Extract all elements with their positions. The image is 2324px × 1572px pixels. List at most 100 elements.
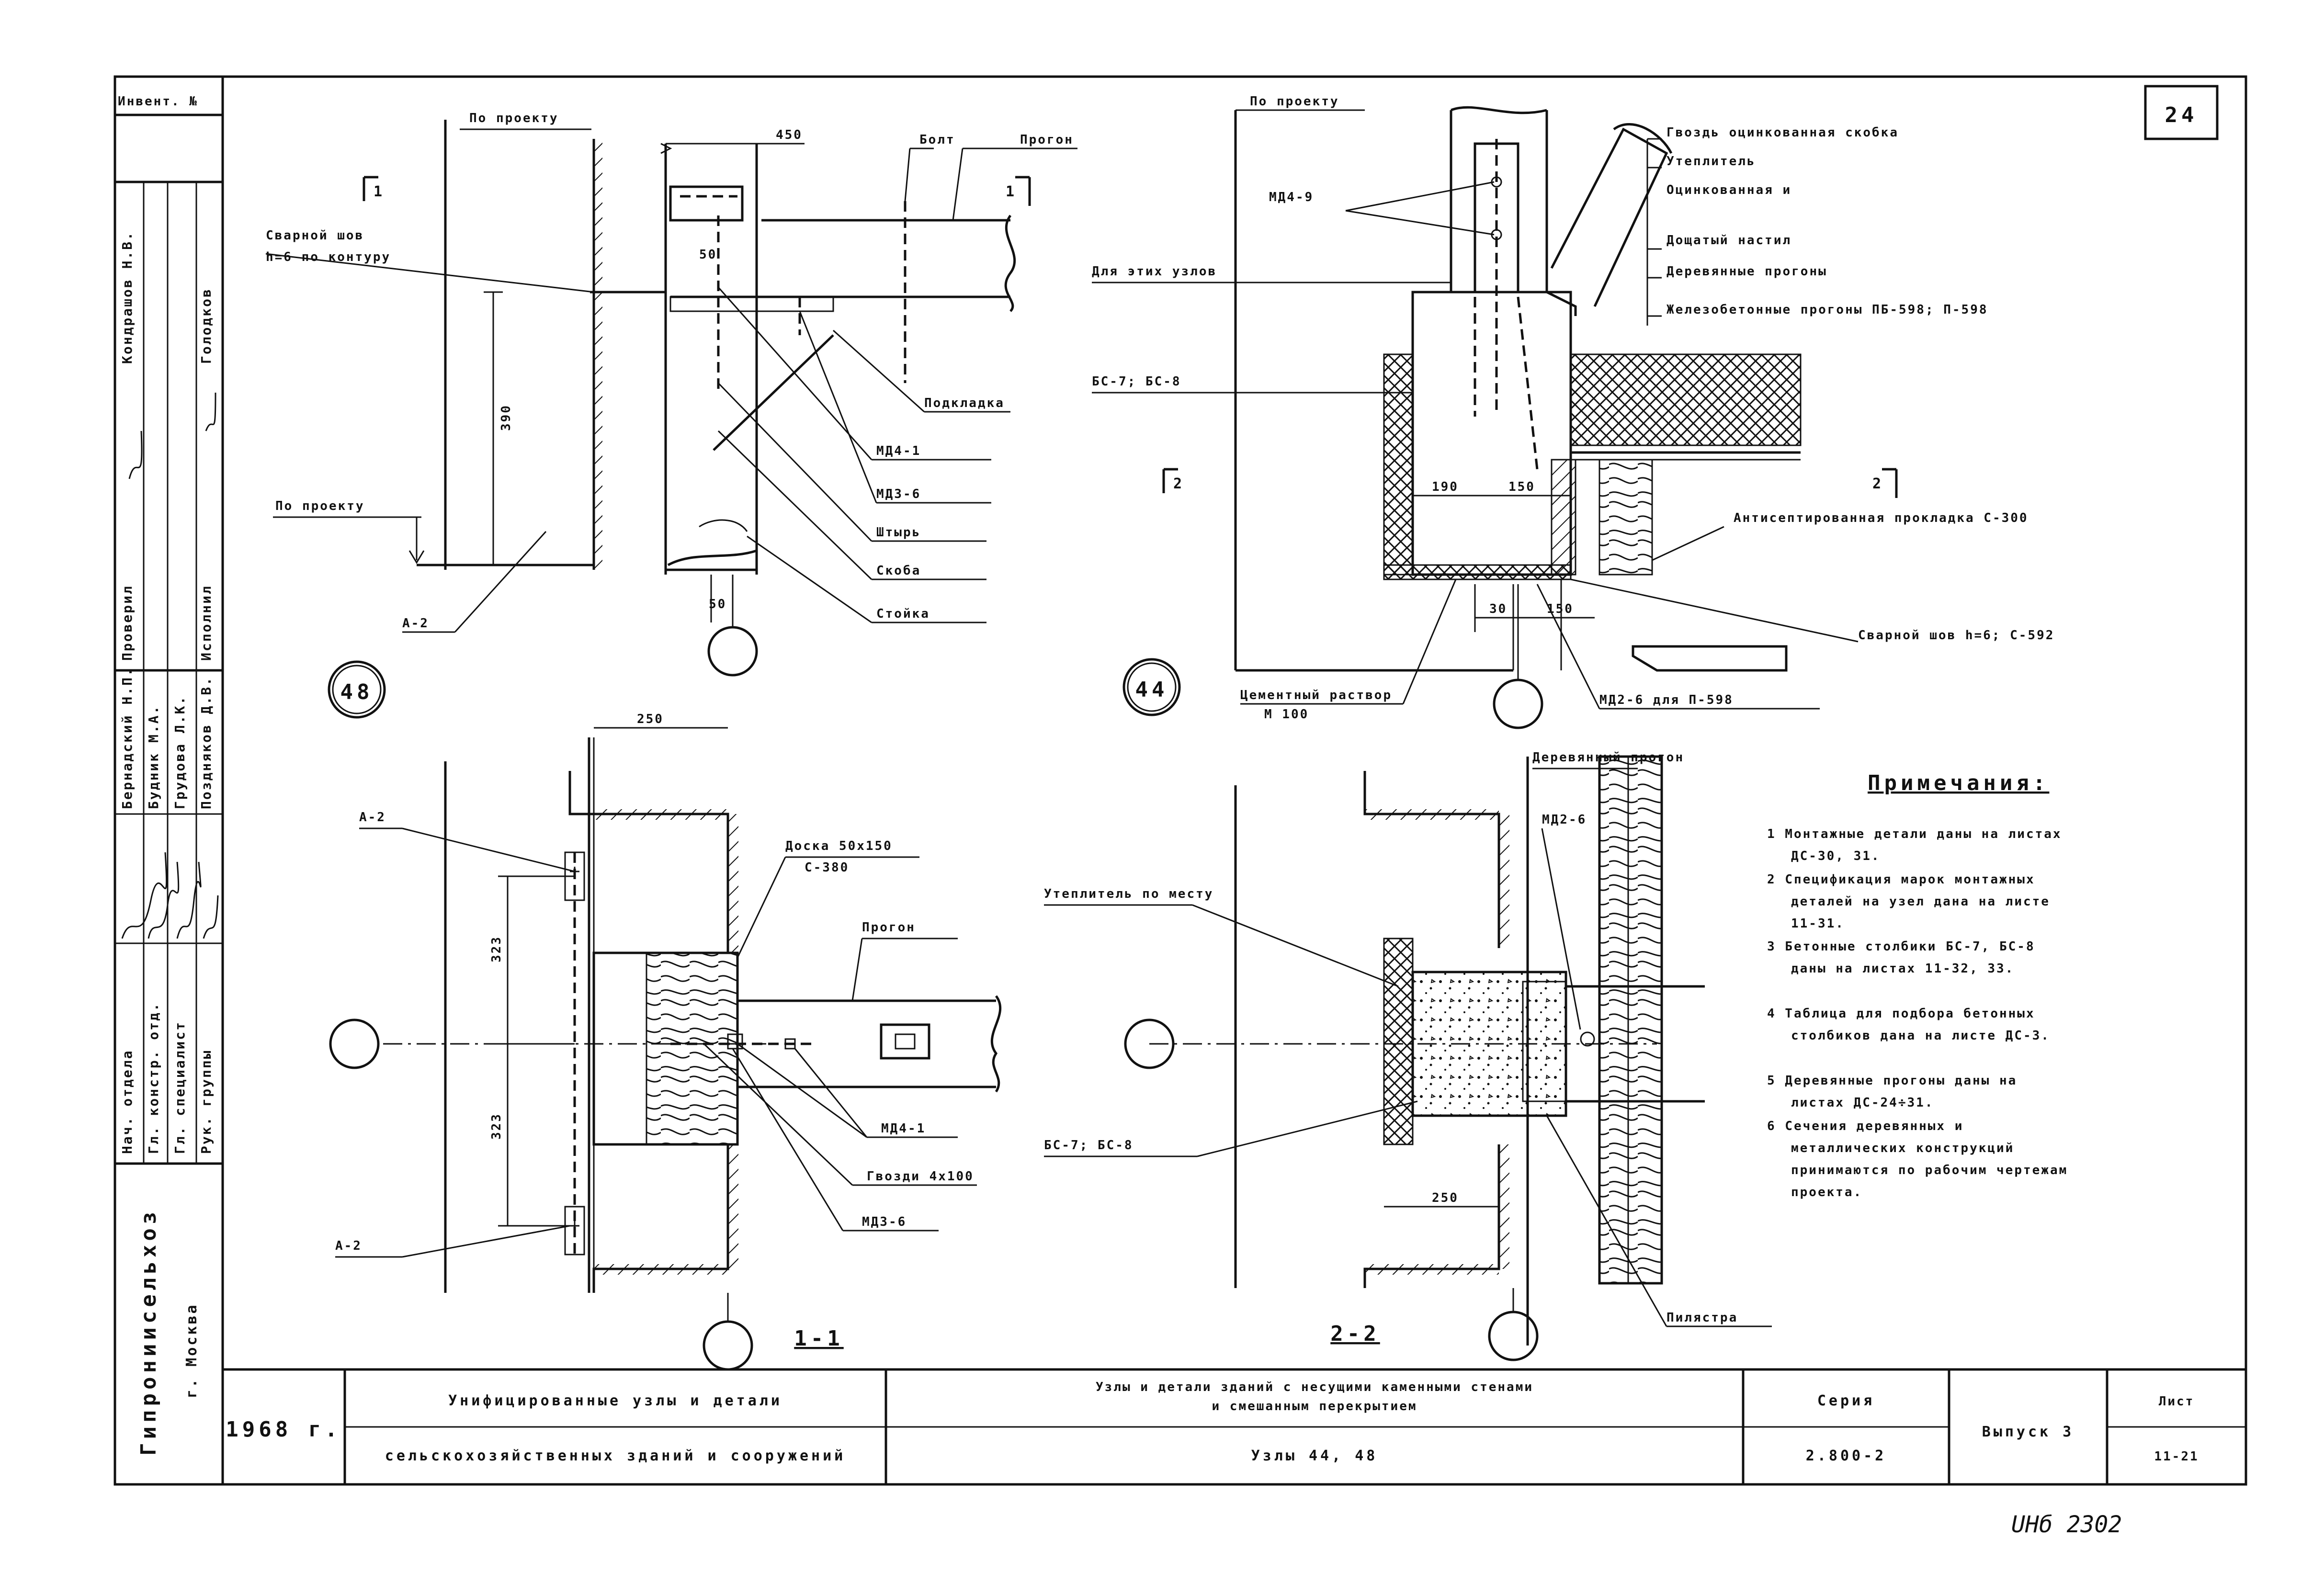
sheet-code: 11-21 bbox=[2154, 1449, 2199, 1464]
organization-name: Гипрониисельхоз bbox=[136, 1208, 161, 1456]
sheet-number: 24 bbox=[2165, 103, 2198, 127]
label-mortar: Цементный раствор bbox=[1240, 688, 1392, 702]
node-44-elevation: По проекту 190 150 bbox=[1092, 94, 2054, 729]
label-for-nodes: Для этих узлов bbox=[1092, 264, 1217, 279]
label-bs78: БС-7; БС-8 bbox=[1092, 374, 1181, 389]
label-md4-1-11: МД4-1 bbox=[881, 1121, 926, 1136]
label-pin: Штырь bbox=[876, 525, 921, 540]
level-reference: По проекту bbox=[275, 499, 365, 513]
label-c380: С-380 bbox=[805, 860, 849, 875]
label-purlin-11: Прогон bbox=[862, 920, 916, 935]
label-md3-6-11: МД3-6 bbox=[862, 1215, 907, 1229]
title-block: 1968 г. Унифицированные узлы и детали се… bbox=[223, 1368, 2246, 1484]
signature bbox=[147, 861, 180, 939]
dim-250: 250 bbox=[637, 712, 664, 726]
section-mark-2-left: 2 bbox=[1173, 475, 1184, 492]
role-1: Нач. отдела bbox=[119, 1050, 135, 1154]
year: 1968 г. bbox=[226, 1417, 341, 1442]
label-insulation: Утеплитель bbox=[1666, 154, 1756, 169]
node-number-44: 44 bbox=[1135, 678, 1168, 702]
label-decking: Дощатый настил bbox=[1666, 233, 1791, 248]
label-wood-purlin: Деревянный прогон bbox=[1532, 750, 1684, 765]
label-weld: Сварной шов bbox=[266, 228, 364, 243]
label-rc-purlins: Железобетонные прогоны ПБ-598; П-598 bbox=[1666, 303, 1988, 317]
label-bs78-22: БС-7; БС-8 bbox=[1044, 1138, 1134, 1153]
series-value: 2.800-2 bbox=[1806, 1448, 1886, 1464]
section-mark-2-right: 2 bbox=[1872, 475, 1883, 492]
name-3: Грудова Л.К. bbox=[172, 695, 188, 809]
side-stamp-table: Инвент. № Нач. отдела Гл. констр. отд. Г… bbox=[115, 94, 223, 1456]
label-a2-bottom: А-2 bbox=[335, 1239, 362, 1253]
section-mark-left: 1 bbox=[374, 183, 384, 200]
section-mark-right: 1 bbox=[1006, 183, 1016, 200]
series-label: Серия bbox=[1817, 1392, 1875, 1409]
signature bbox=[176, 861, 202, 939]
label-md4-9: МД4-9 bbox=[1269, 190, 1314, 204]
top-reference: По проекту bbox=[469, 111, 559, 125]
dim-250-22: 250 bbox=[1432, 1191, 1459, 1205]
label-bolt: Болт bbox=[919, 133, 955, 147]
sheet-title-line1: Узлы и детали зданий с несущими каменным… bbox=[1096, 1380, 1533, 1394]
dim-bottom: 50 bbox=[709, 597, 726, 611]
label-mortar-grade: М 100 bbox=[1264, 707, 1309, 722]
series-name-line1: Унифицированные узлы и детали bbox=[448, 1392, 782, 1409]
section-title-1-1: 1-1 bbox=[794, 1326, 843, 1351]
dim-150-a: 150 bbox=[1508, 480, 1535, 494]
label-a2-top: А-2 bbox=[359, 810, 386, 825]
top-reference-44: По проекту bbox=[1250, 94, 1339, 109]
role-3: Гл. специалист bbox=[172, 1021, 188, 1154]
label-post: Стойка bbox=[876, 607, 930, 621]
label-board: Доска 50х150 bbox=[785, 839, 893, 853]
label-anchor: А-2 bbox=[402, 616, 429, 631]
top-name-1: Голодков bbox=[198, 288, 214, 364]
label-md2-6-22: МД2-6 bbox=[1542, 813, 1587, 827]
label-nail: Гвоздь оцинкованная скобка bbox=[1666, 125, 1899, 140]
label-pad: Подкладка bbox=[924, 396, 1005, 410]
label-antiseptic: Антисептированная прокладка С-300 bbox=[1734, 511, 2029, 525]
label-weld-size: h=6 по контуру bbox=[266, 250, 391, 264]
inventory-label: Инвент. № bbox=[118, 94, 198, 109]
top-name-2: Кондрашов Н.В. bbox=[119, 231, 135, 364]
node-number-48: 48 bbox=[340, 680, 374, 704]
dim-30: 30 bbox=[1489, 602, 1507, 616]
role-2: Гл. констр. отд. bbox=[146, 1002, 161, 1154]
label-pilaster: Пилястра bbox=[1666, 1311, 1738, 1325]
signature bbox=[121, 852, 168, 939]
label-insulation-22: Утеплитель по месту bbox=[1044, 887, 1213, 901]
label-galvanized: Оцинкованная и bbox=[1666, 183, 1791, 197]
notes-heading: Примечания: bbox=[1868, 771, 2049, 795]
node-48-elevation: По проекту 450 50 390 По проекту bbox=[265, 111, 1077, 719]
sheet-title-line3: Узлы 44, 48 bbox=[1251, 1448, 1378, 1464]
dim-vertical: 390 bbox=[499, 404, 513, 431]
role-4: Рук. группы bbox=[198, 1050, 214, 1154]
label-md4-1: МД4-1 bbox=[876, 444, 921, 458]
signature bbox=[205, 392, 216, 431]
city-name: г. Москва bbox=[183, 1303, 200, 1398]
sheet-label: Лист bbox=[2159, 1394, 2195, 1409]
dim-323-b: 323 bbox=[489, 1113, 504, 1140]
signature bbox=[203, 895, 219, 939]
drawing-field-border bbox=[221, 75, 2247, 1486]
label-clamp: Скоба bbox=[876, 564, 921, 578]
name-2: Будник М.А. bbox=[146, 705, 161, 809]
section-title-2-2: 2-2 bbox=[1330, 1322, 1380, 1346]
dim-190: 190 bbox=[1432, 480, 1459, 494]
section-1-1: 250 323 323 А-2 Доска 50х150 С-380 П bbox=[329, 712, 1002, 1371]
section-2-2: 250 Деревянный прогон МД2-6 Утеплитель п… bbox=[1044, 750, 1772, 1361]
name-1: Бернадский Н.П. bbox=[119, 667, 135, 809]
issue-number: Выпуск 3 bbox=[1982, 1424, 2075, 1440]
label-md2-6: МД2-6 для П-598 bbox=[1599, 693, 1734, 707]
series-name-line2: сельскохозяйственных зданий и сооружений bbox=[385, 1448, 846, 1464]
sheet-number-box bbox=[2144, 85, 2219, 140]
sheet-title-line2: и смешанным перекрытием bbox=[1212, 1399, 1417, 1414]
label-purlin: Прогон bbox=[1020, 133, 1074, 147]
label-nails: Гвозди 4х100 bbox=[867, 1169, 974, 1184]
label-wood-purlins: Деревянные прогоны bbox=[1666, 264, 1827, 279]
signature bbox=[128, 430, 143, 479]
label-weld-44: Сварной шов h=6; С-592 bbox=[1858, 628, 2054, 643]
